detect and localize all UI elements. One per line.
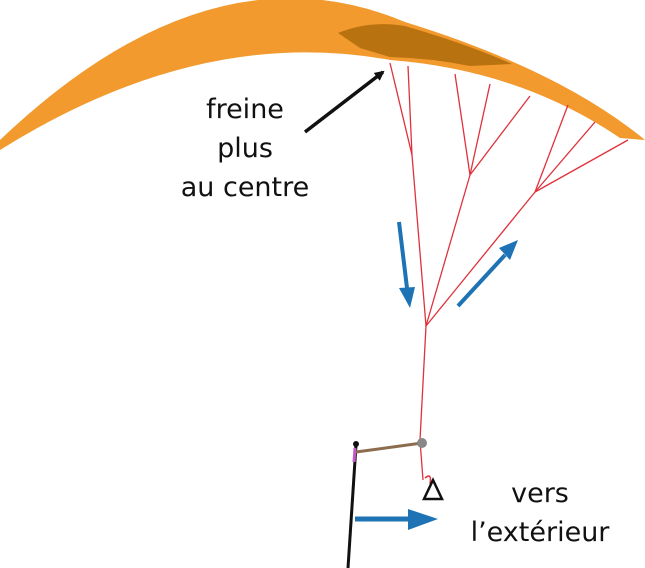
riser-pivot — [417, 438, 427, 448]
brake-label-line-3: au centre — [180, 172, 310, 203]
wing-upper-surface — [0, 0, 645, 150]
line-center-top-1 — [389, 62, 413, 156]
line-outer-top-3 — [534, 139, 629, 193]
brake-label-line-2: plus — [217, 133, 273, 164]
line-outer-stem — [425, 191, 536, 327]
wing-shaded-trailing-edge — [338, 24, 512, 66]
wing-canopy — [0, 0, 645, 150]
harness-assembly — [346, 438, 444, 568]
pointer-arrow — [303, 70, 385, 134]
line-outer-top-2 — [534, 121, 596, 193]
brake-handle-top — [353, 441, 359, 447]
outward-label: vers l’extérieur — [440, 474, 640, 552]
line-mid-top-2 — [469, 83, 491, 176]
brake-center-label: freine plus au centre — [160, 90, 330, 207]
arrow-up-head — [499, 240, 518, 260]
brake-handle-line — [346, 444, 358, 568]
brake-label-line-1: freine — [206, 94, 284, 125]
arrow-up-shaft — [456, 253, 507, 308]
pulley-loop — [424, 475, 432, 485]
line-center-stem — [411, 154, 427, 327]
riser-bar — [355, 441, 423, 454]
line-mid-stem — [425, 174, 471, 327]
suspension-lines — [389, 62, 629, 481]
brake-handle-grip — [352, 447, 357, 463]
arrow-down-head — [399, 287, 415, 308]
arrow-down-shaft — [397, 221, 409, 289]
line-outer-top-1 — [534, 104, 569, 193]
line-main-riser — [419, 325, 427, 441]
motion-arrows — [355, 221, 518, 530]
arrow-outward-head — [408, 509, 438, 530]
line-mid-top-1 — [454, 73, 471, 176]
line-mid-top-3 — [469, 95, 531, 176]
outward-label-line-1: vers — [511, 478, 569, 509]
pulley-triangle — [422, 477, 444, 501]
line-center-top-2 — [407, 65, 413, 156]
outward-label-line-2: l’extérieur — [470, 517, 610, 548]
